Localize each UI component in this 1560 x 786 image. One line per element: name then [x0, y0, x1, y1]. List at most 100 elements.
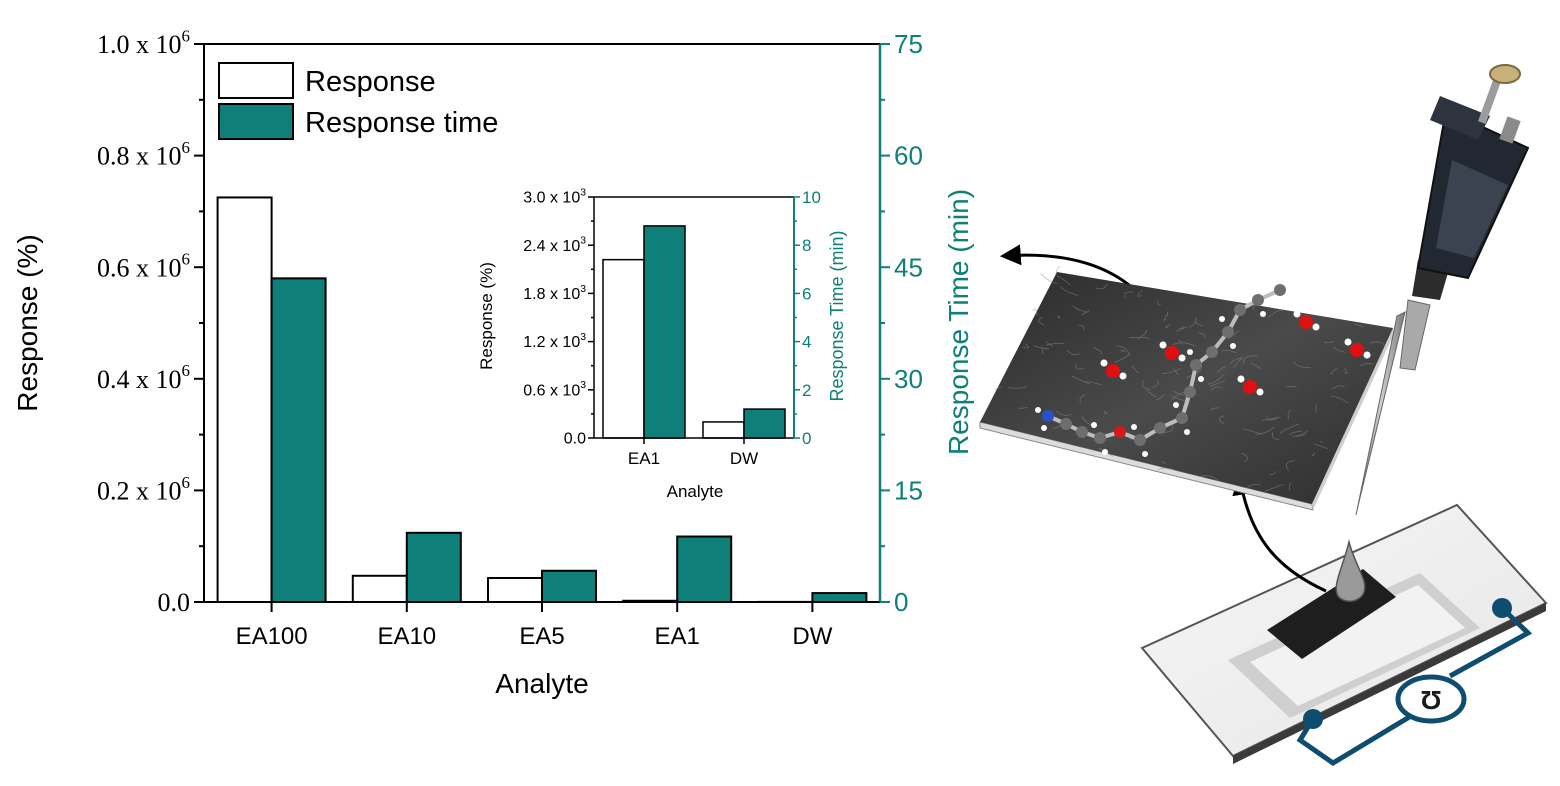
y-tick-exponent: 3 — [580, 236, 586, 247]
inset-y2-tick-label: 4 — [802, 333, 811, 352]
inset-bar-response-dw — [703, 422, 744, 438]
legend-label-response-time: Response time — [305, 107, 498, 139]
main-x-tick-label: EA100 — [236, 623, 308, 650]
hydrogen-atom — [1131, 424, 1137, 430]
main-y-tick-label: 0.0 — [158, 588, 191, 617]
water-oxygen — [1350, 343, 1364, 357]
legend-label-response: Response — [305, 66, 436, 98]
main-y-tick-label: 0.2 x 106 — [97, 473, 190, 506]
main-x-tick-label: EA5 — [519, 623, 564, 650]
carbon-atom — [1134, 434, 1146, 446]
main-y2-tick-label: 45 — [894, 252, 923, 282]
carbon-atom — [1190, 359, 1202, 371]
oxygen-atom — [1114, 426, 1126, 438]
inset-y-tick-label: 1.8 x 103 — [523, 284, 586, 303]
y-tick-mantissa: 2.4 x 10 — [523, 238, 580, 255]
main-y-axis-label: Response (%) — [12, 234, 43, 411]
main-x-tick-label: EA10 — [377, 623, 436, 650]
water-oxygen — [1165, 346, 1179, 360]
hydrogen-atom — [1198, 376, 1204, 382]
hydrogen-atom — [1230, 343, 1236, 349]
hydrogen-atom — [1219, 316, 1225, 322]
inset-y2-tick-label: 6 — [802, 284, 811, 303]
y-tick-exponent: 6 — [182, 250, 190, 269]
water-oxygen — [1299, 315, 1313, 329]
y-tick-exponent: 6 — [182, 473, 190, 492]
water-hydrogen — [1120, 373, 1127, 380]
inset-y2-tick-label: 2 — [802, 381, 811, 400]
y-tick-mantissa: 0.6 x 10 — [97, 253, 182, 282]
legend: Response Response time — [219, 63, 498, 139]
water-oxygen — [1106, 364, 1120, 378]
y-tick-mantissa: 0.4 x 10 — [97, 365, 182, 394]
main-bar-response-ea5 — [488, 578, 542, 602]
carbon-atom — [1252, 294, 1264, 306]
hydrogen-atom — [1102, 449, 1108, 455]
main-bar-response-time-ea100 — [272, 278, 326, 602]
y-tick-exponent: 3 — [580, 284, 586, 295]
y-tick-mantissa: 0.2 x 10 — [97, 477, 182, 506]
electrode-contact-left — [1303, 709, 1323, 729]
y-tick-mantissa: 1.0 x 10 — [97, 30, 182, 59]
carbon-atom — [1176, 412, 1188, 424]
water-hydrogen — [1101, 360, 1108, 367]
water-hydrogen — [1294, 311, 1301, 318]
main-y2-tick-label: 60 — [894, 141, 923, 171]
ohm-symbol: Ω — [1421, 685, 1442, 715]
hydrogen-atom — [1041, 425, 1047, 431]
inset-x-tick-label: DW — [730, 449, 758, 468]
carbon-atom — [1060, 418, 1072, 430]
y-tick-exponent: 3 — [580, 380, 586, 391]
inset-bars — [603, 226, 785, 438]
main-x-tick-label: EA1 — [655, 623, 700, 650]
main-y-tick-label: 0.4 x 106 — [97, 361, 190, 394]
inset-y2-tick-label: 8 — [802, 236, 811, 255]
fiber — [1167, 312, 1168, 316]
water-hydrogen — [1179, 355, 1186, 362]
main-y2-tick-label: 30 — [894, 364, 923, 394]
y-tick-mantissa: 0.6 x 10 — [523, 382, 580, 399]
main-bar-response-ea10 — [353, 576, 407, 602]
main-bar-response-time-dw — [812, 593, 866, 602]
main-x-axis-label: Analyte — [495, 668, 588, 699]
main-bar-response-time-ea10 — [407, 533, 461, 602]
y-tick-exponent: 6 — [182, 361, 190, 380]
hydrogen-atom — [1260, 311, 1266, 317]
y-tick-exponent: 3 — [580, 187, 586, 198]
main-bars — [218, 197, 867, 602]
water-hydrogen — [1257, 389, 1264, 396]
main-y2-tick-label: 15 — [894, 476, 923, 506]
inset-bar-response-time-dw — [744, 409, 785, 438]
main-y-tick-label: 1.0 x 106 — [97, 26, 190, 59]
main-y-tick-label: 0.8 x 106 — [97, 138, 190, 171]
main-y-tick-label: 0.6 x 106 — [97, 250, 190, 283]
electrode-contact-right — [1492, 598, 1512, 618]
main-bar-response-ea100 — [218, 197, 272, 602]
inset-y-axis-label: Response (%) — [477, 262, 496, 370]
hydrogen-atom — [1187, 349, 1193, 355]
y-tick-mantissa: 0.8 x 10 — [97, 142, 182, 171]
inset-y2-axis-label: Response Time (min) — [827, 230, 847, 401]
inset-y-tick-label: 3.0 x 103 — [523, 187, 586, 206]
y-tick-mantissa: 0.0 — [564, 431, 586, 448]
water-hydrogen — [1160, 342, 1167, 349]
carbon-atom — [1274, 284, 1286, 296]
hydrogen-atom — [1184, 429, 1190, 435]
main-y2-tick-label: 0 — [894, 587, 908, 617]
main-bar-response-time-ea1 — [677, 537, 731, 602]
carbon-atom — [1076, 426, 1088, 438]
carbon-atom — [1094, 432, 1106, 444]
main-y2-axis-label: Response Time (min) — [943, 189, 974, 455]
inset-y2-tick-label: 10 — [802, 188, 821, 207]
carbon-atom — [1184, 386, 1196, 398]
inset-y-tick-label: 0.0 — [564, 431, 586, 448]
nitrogen-atom — [1042, 410, 1054, 422]
y-tick-mantissa: 1.8 x 10 — [523, 286, 580, 303]
inset-y-tick-label: 0.6 x 103 — [523, 380, 586, 399]
inset-y2-tick-label: 0 — [802, 429, 811, 448]
water-hydrogen — [1345, 339, 1352, 346]
ohmmeter: Ω — [1398, 677, 1464, 721]
water-oxygen — [1243, 380, 1257, 394]
hydrogen-atom — [1091, 422, 1097, 428]
